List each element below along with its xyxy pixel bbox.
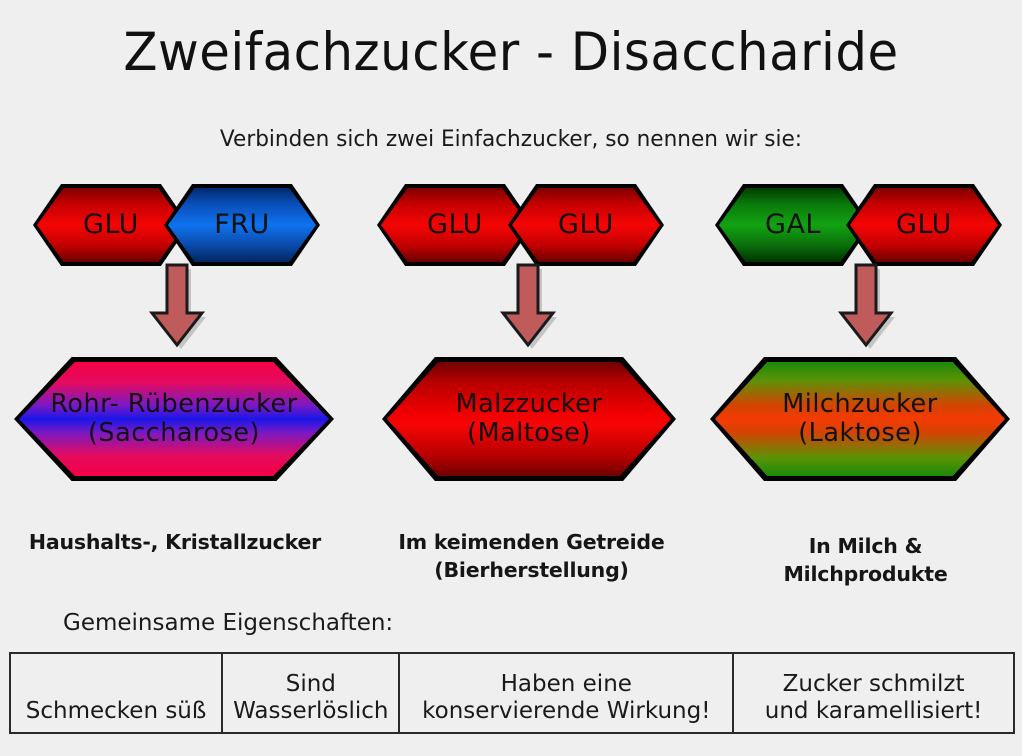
monomer-label: GLU xyxy=(427,208,483,240)
arrow-down-saccharose xyxy=(148,262,206,350)
product-label: Milchzucker (Laktose) xyxy=(782,389,938,448)
page-subtitle: Verbinden sich zwei Einfachzucker, so ne… xyxy=(219,126,803,152)
product-hex-laktose: Milchzucker (Laktose) xyxy=(715,362,1005,476)
monomer-hex-gal: GAL xyxy=(719,188,867,262)
arrow-down-laktose xyxy=(837,262,895,350)
monomer-label: FRU xyxy=(214,208,270,240)
caption-maltose: Im keimenden Getreide (Bierherstellung) xyxy=(398,530,665,582)
caption-laktose: In Milch & Milchprodukte xyxy=(783,534,948,586)
monomer-hex-glu-2a: GLU xyxy=(381,188,529,262)
product-hex-saccharose: Rohr- Rübenzucker (Saccharose) xyxy=(19,362,329,476)
arrow-down-maltose xyxy=(499,262,557,350)
monomer-label: GLU xyxy=(83,208,139,240)
monomer-hex-glu-3: GLU xyxy=(850,188,998,262)
properties-table: Schmecken süß Sind Wasserlöslich Haben e… xyxy=(9,652,1015,734)
monomer-label: GAL xyxy=(765,208,821,240)
monomer-hex-glu-1: GLU xyxy=(37,188,185,262)
product-label: Rohr- Rübenzucker (Saccharose) xyxy=(50,389,298,448)
properties-cell: Schmecken süß xyxy=(11,654,224,732)
monomer-hex-fru: FRU xyxy=(168,188,316,262)
product-hex-maltose: Malzzucker (Maltose) xyxy=(387,362,671,476)
monomer-label: GLU xyxy=(558,208,614,240)
properties-cell: Zucker schmilzt und karamellisiert! xyxy=(764,671,983,725)
monomer-label: GLU xyxy=(896,208,952,240)
properties-heading: Gemeinsame Eigenschaften: xyxy=(63,610,394,636)
product-label: Malzzucker (Maltose) xyxy=(455,389,603,448)
page-title: Zweifachzucker - Disaccharide xyxy=(123,22,899,83)
monomer-hex-glu-2b: GLU xyxy=(512,188,660,262)
properties-cell: Sind Wasserlöslich xyxy=(223,654,401,732)
caption-saccharose: Haushalts-, Kristallzucker xyxy=(28,530,322,554)
properties-cell: Haben eine konservierende Wirkung! xyxy=(400,654,735,732)
